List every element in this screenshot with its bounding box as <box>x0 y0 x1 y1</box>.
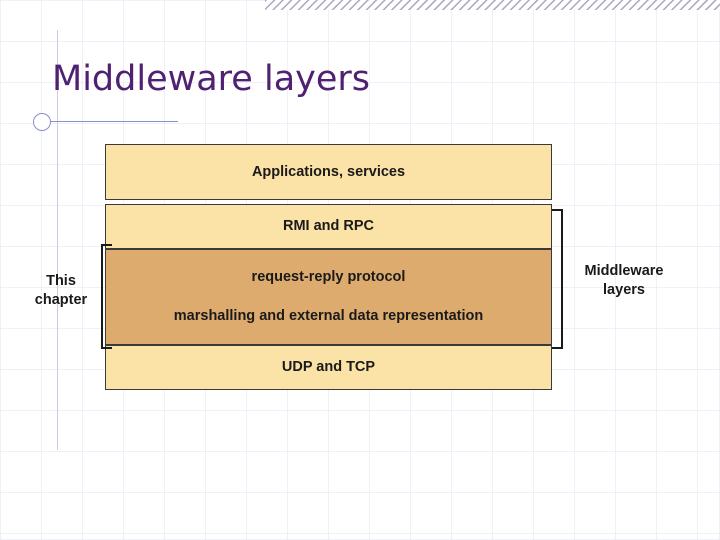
layer-label: RMI and RPC <box>282 218 375 234</box>
layer-box-rmi-rpc: RMI and RPC <box>105 204 552 249</box>
title-vertical-rule <box>57 30 58 450</box>
layer-label-marshalling: marshalling and external data representa… <box>173 308 484 324</box>
middleware-layers-label: Middleware layers <box>566 262 682 300</box>
layer-box-udp-tcp: UDP and TCP <box>105 345 552 390</box>
layer-box-applications-services: Applications, services <box>105 144 552 200</box>
slide-footer: 12/19/2021 B.Ramamurthy 2 <box>0 480 720 540</box>
this-chapter-line1: This <box>46 273 76 289</box>
title-circle-decoration <box>33 113 51 131</box>
middleware-line2: layers <box>603 282 645 298</box>
layer-label: Applications, services <box>251 163 406 180</box>
page-title: Middleware layers <box>52 59 371 99</box>
this-chapter-line2: chapter <box>34 292 88 308</box>
layer-label: UDP and TCP <box>281 359 376 375</box>
left-bracket <box>101 244 112 349</box>
this-chapter-label: This chapter <box>22 272 100 310</box>
middleware-line1: Middleware <box>584 263 664 279</box>
layer-label-request-reply: request-reply protocol <box>251 269 406 285</box>
title-underline <box>33 121 178 122</box>
layer-box-middleware-core: request-reply protocol marshalling and e… <box>105 249 552 345</box>
top-hatched-bar <box>265 0 720 10</box>
right-bracket <box>552 209 563 349</box>
